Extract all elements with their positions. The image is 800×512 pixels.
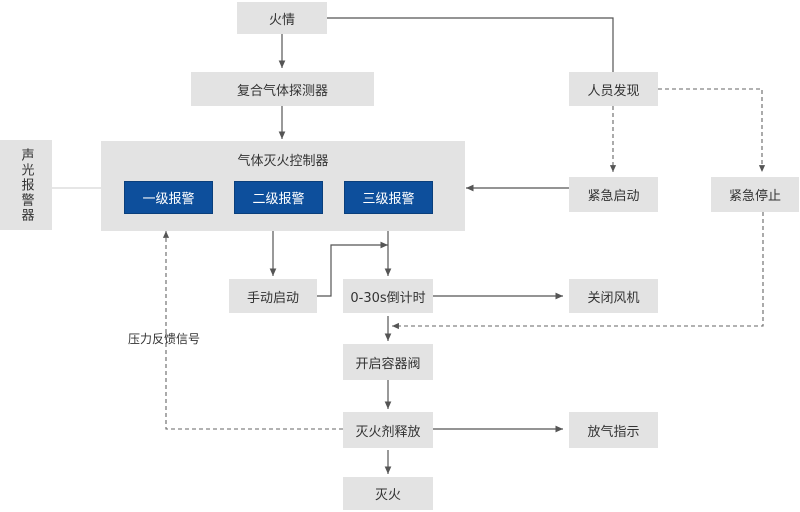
node-vent-indicator: 放气指示 <box>569 412 658 448</box>
node-person: 人员发现 <box>569 72 658 106</box>
arrow-person-emergency-stop <box>658 88 766 172</box>
node-countdown: 0-30s倒计时 <box>343 279 433 313</box>
node-alarm3: 三级报警 <box>344 181 433 214</box>
node-emergency-start: 紧急启动 <box>569 177 658 212</box>
label-pressure-feedback: 压力反馈信号 <box>128 332 201 346</box>
arrow-pressure-feedback <box>162 231 343 430</box>
node-manual-start: 手动启动 <box>229 279 317 313</box>
arrow-manual-countdown <box>317 241 388 297</box>
node-alarm2: 二级报警 <box>234 181 323 214</box>
node-release: 灭火剂释放 <box>343 412 433 448</box>
node-close-fan: 关闭风机 <box>569 279 658 313</box>
arrow-emergency-stop-valve <box>392 212 764 330</box>
node-detector: 复合气体探测器 <box>191 72 374 106</box>
line-fire-person <box>327 17 614 72</box>
node-fire: 火情 <box>237 2 327 34</box>
node-extinguish: 灭火 <box>343 477 433 510</box>
sound-light-alarm-label: 声光报警器 <box>18 147 34 223</box>
node-open-valve: 开启容器阀 <box>343 344 433 380</box>
node-sound-light-alarm: 声光报警器 <box>0 140 52 230</box>
node-emergency-stop: 紧急停止 <box>711 177 799 212</box>
node-alarm1: 一级报警 <box>124 181 213 214</box>
controller-title: 气体灭火控制器 <box>237 154 329 169</box>
